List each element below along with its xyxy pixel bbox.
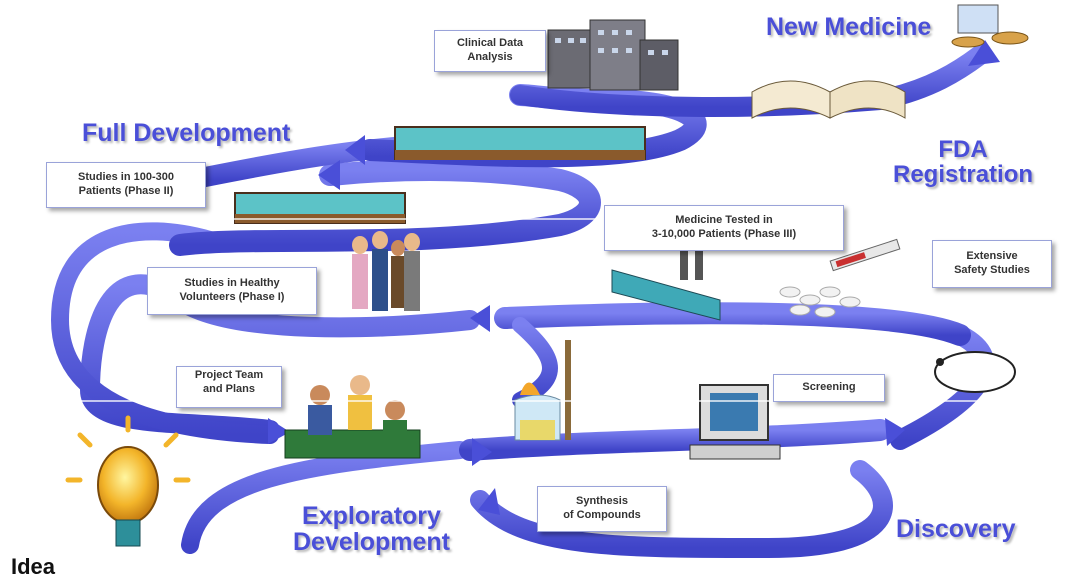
label-project-team-and-plans: Project Team and Plans [176, 366, 282, 408]
heading-fda-registration: FDA Registration [893, 136, 1034, 189]
label-extensive-safety-studies: Extensive Safety Studies [932, 240, 1052, 288]
syringe-pills-illustration [779, 238, 901, 318]
label-studies-phase-ii: Studies in 100-300 Patients (Phase II) [46, 162, 206, 208]
computer-illustration [689, 384, 781, 460]
rat-illustration [934, 351, 1016, 393]
label-clinical-data-analysis: Clinical Data Analysis [434, 30, 546, 72]
heading-new-medicine: New Medicine [766, 13, 932, 41]
lightbulb-icon [65, 415, 191, 547]
heading-full-development: Full Development [82, 119, 291, 147]
lab-flask-illustration [514, 340, 571, 441]
team-meeting-illustration [284, 375, 421, 459]
hospital-beds-illustration [234, 126, 646, 224]
label-synthesis-of-compounds: Synthesis of Compounds [537, 486, 667, 532]
label-studies-phase-i: Studies in Healthy Volunteers (Phase I) [147, 267, 317, 315]
scale-icon [951, 4, 1029, 48]
heading-idea: Idea [11, 554, 56, 579]
volunteers-illustration [352, 231, 420, 311]
factory-illustration [611, 230, 721, 321]
office-buildings-illustration [547, 19, 679, 91]
label-screening: Screening [773, 374, 885, 402]
heading-exploratory-development: Exploratory Development [293, 502, 450, 557]
heading-discovery: Discovery [896, 515, 1016, 543]
label-medicine-tested-phase-iii: Medicine Tested in 3-10,000 Patients (Ph… [604, 205, 844, 251]
open-book-illustration [751, 80, 906, 119]
arrow-heads [268, 40, 1000, 515]
